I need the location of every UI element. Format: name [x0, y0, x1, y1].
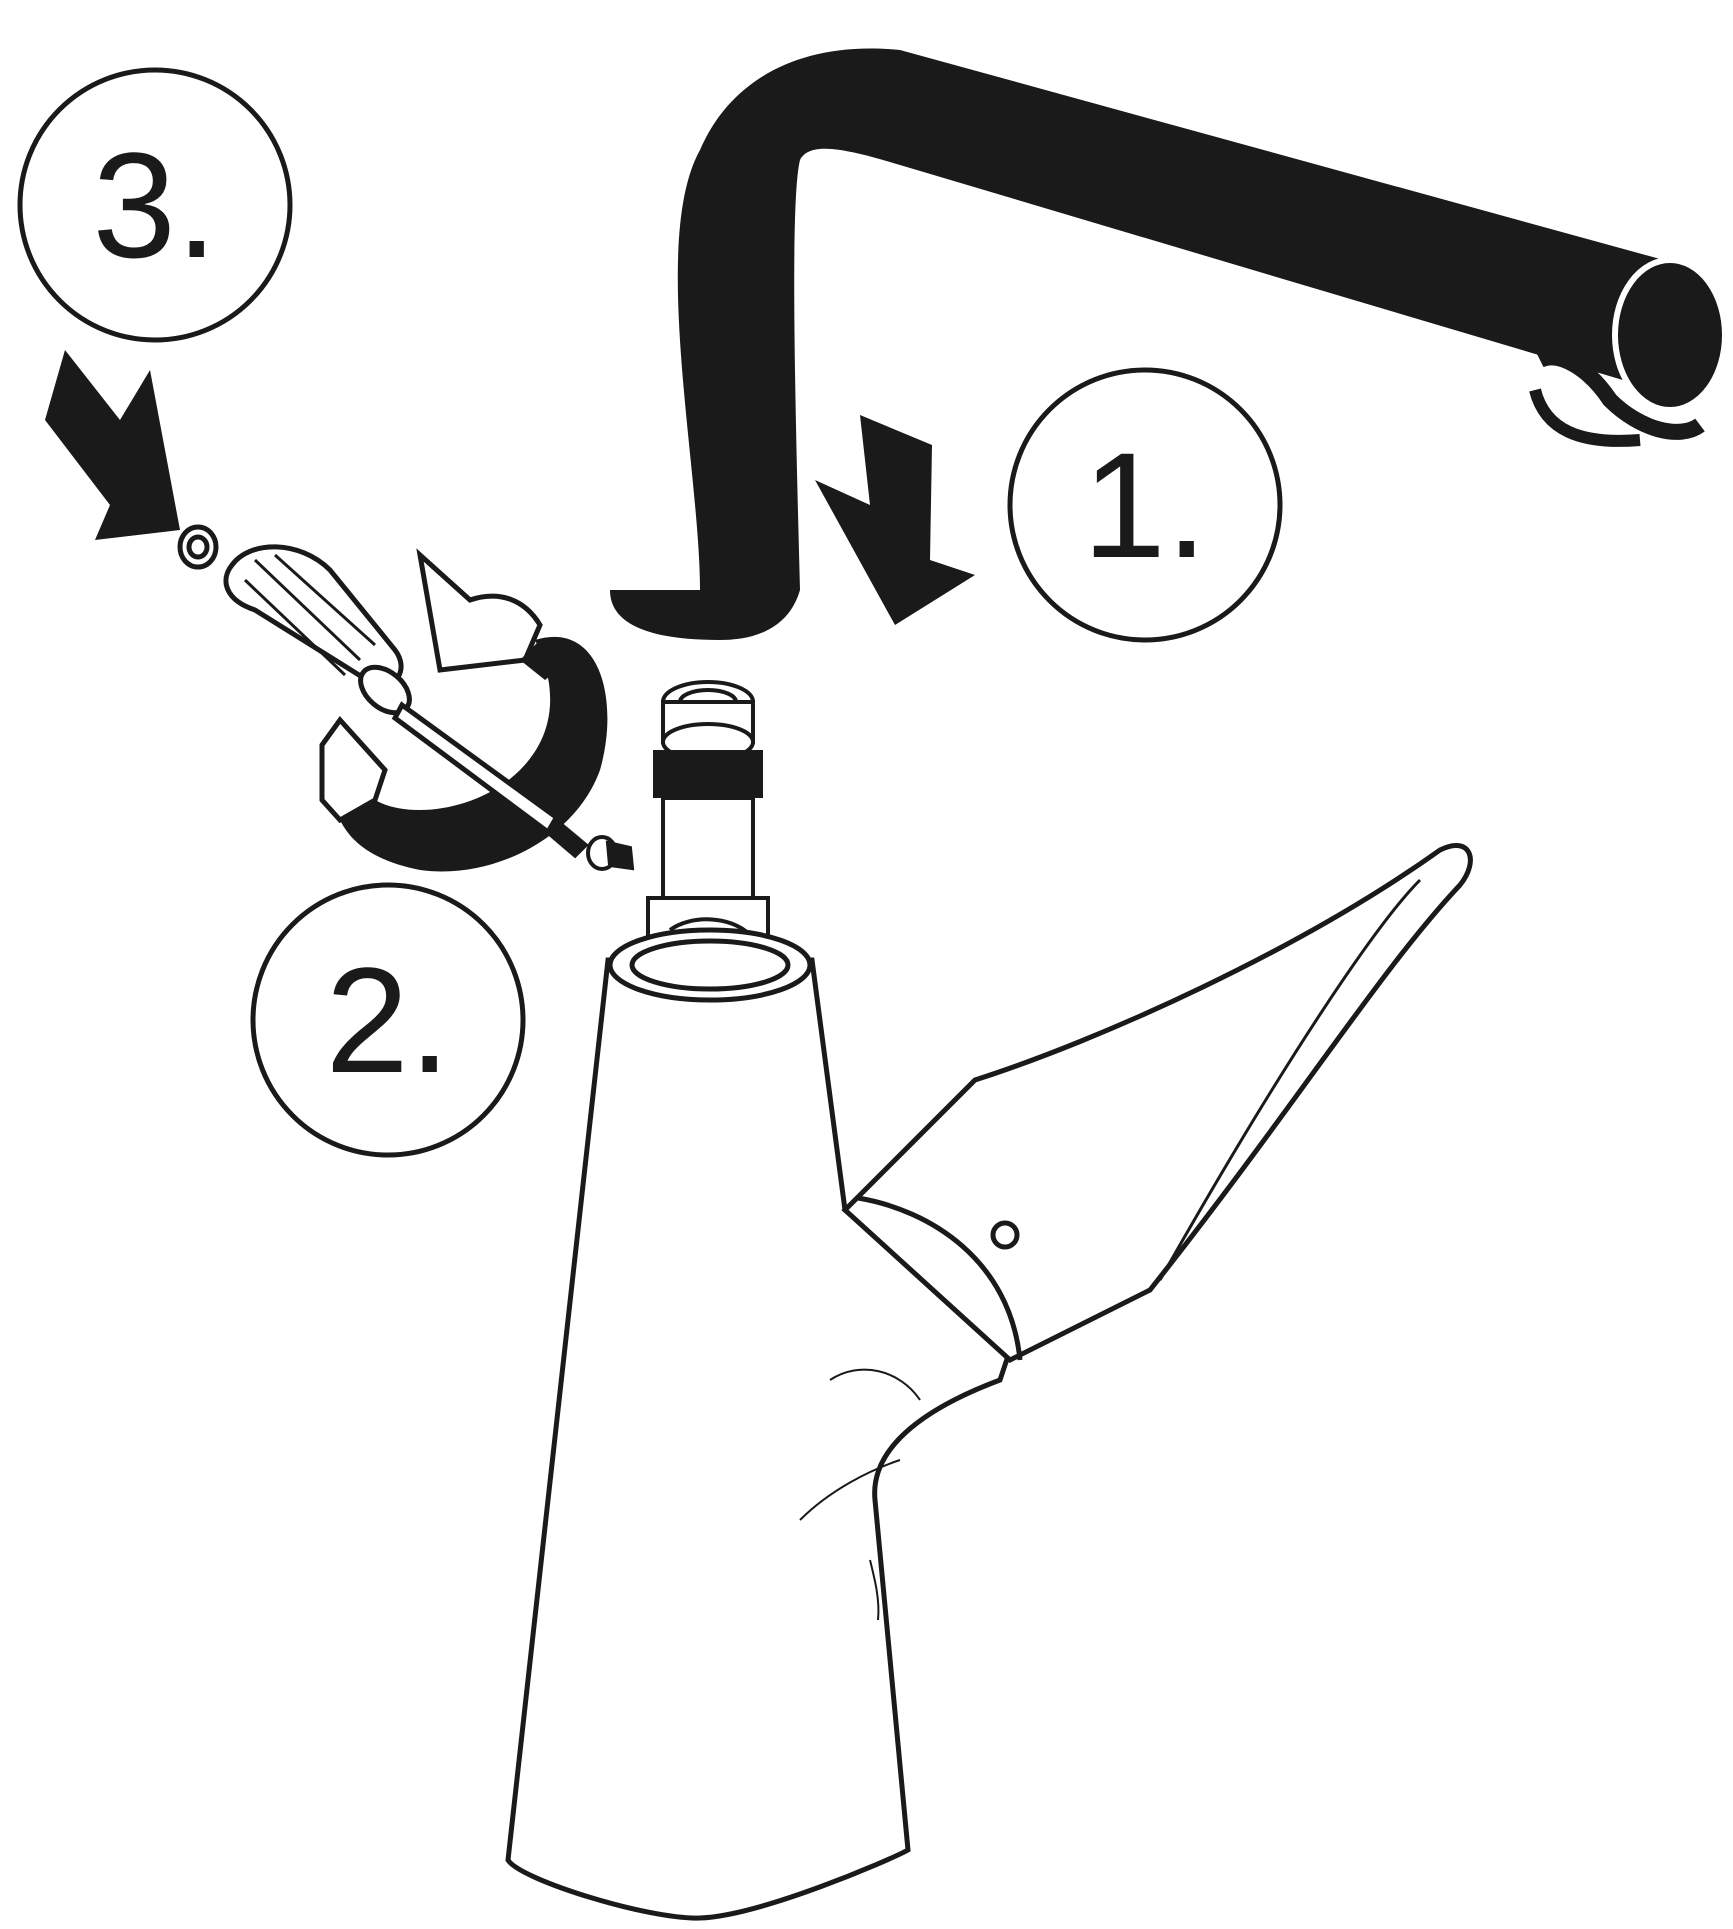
rotate-arrow-icon	[319, 548, 608, 872]
down-right-arrow-icon	[45, 350, 180, 540]
step-3-label: 3.	[92, 121, 217, 289]
faucet-body-icon	[505, 927, 1013, 1921]
step-2-badge: 2.	[250, 882, 526, 1158]
lever-handle-icon	[841, 843, 1473, 1364]
down-arrow-icon	[815, 415, 975, 625]
screwdriver-icon	[223, 544, 589, 859]
step-1-badge: 1.	[1007, 367, 1283, 643]
cover-cap-icon	[177, 524, 219, 570]
step-1-label: 1.	[1082, 421, 1207, 589]
step-3-badge: 3.	[17, 67, 293, 343]
spout-icon	[610, 48, 1728, 640]
step-2-label: 2.	[325, 936, 450, 1104]
screw-icon	[586, 835, 635, 871]
